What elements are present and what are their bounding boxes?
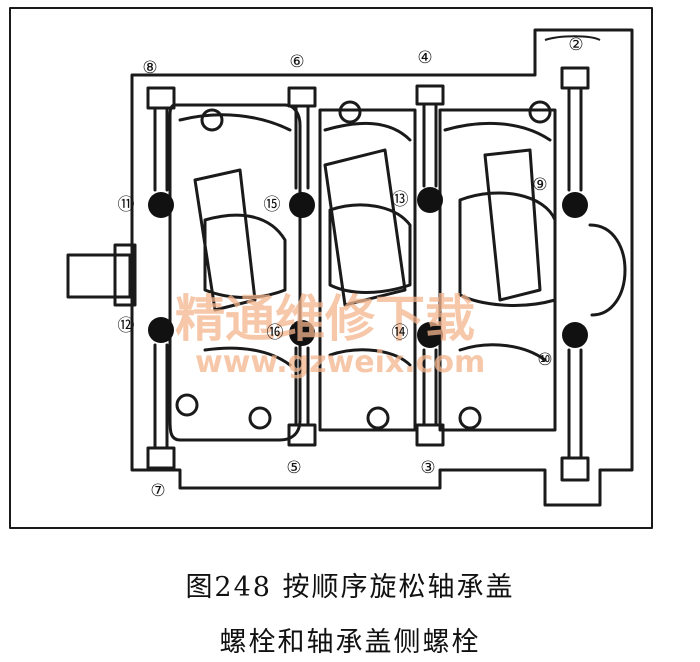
bolt-label-8: ⑧ [142, 58, 157, 78]
bolt-label-5: ⑤ [286, 458, 301, 478]
bolt-label-9: ⑨ [532, 175, 547, 195]
watermark-url: www.gzweix.com [195, 345, 485, 380]
watermark-cn: 精通维修下载 [175, 290, 475, 348]
bolt-labels: ⑧ ⑥ ④ ② ⑪ ⑮ ⑬ ⑨ ⑫ ⑯ ⑭ ⑩ ⑦ ⑤ ③ [118, 35, 584, 501]
bearing-frames [168, 100, 557, 442]
bolt-label-10: ⑩ [537, 350, 552, 370]
bolt-label-13: ⑬ [392, 190, 409, 210]
crankshaft-nose [66, 243, 137, 307]
bolt-label-3: ③ [420, 458, 435, 478]
bolt-label-16: ⑯ [267, 323, 284, 343]
caption-line-1: 图248 按顺序旋松轴承盖 [185, 572, 515, 603]
bolt-label-11: ⑪ [118, 195, 135, 215]
bolt-label-15: ⑮ [264, 195, 281, 215]
bolt-label-4: ④ [417, 48, 432, 68]
bolt-label-14: ⑭ [392, 323, 409, 343]
caption-line-2: 螺栓和轴承盖侧螺栓 [219, 627, 481, 658]
bolt-label-6: ⑥ [289, 52, 304, 72]
outer-casing [9, 7, 653, 529]
bolt-label-2: ② [568, 35, 583, 55]
bolt-label-12: ⑫ [118, 316, 135, 336]
crank-throws [193, 148, 627, 367]
bolt-label-7: ⑦ [150, 481, 165, 501]
main-bearing-bolts [146, 66, 590, 482]
